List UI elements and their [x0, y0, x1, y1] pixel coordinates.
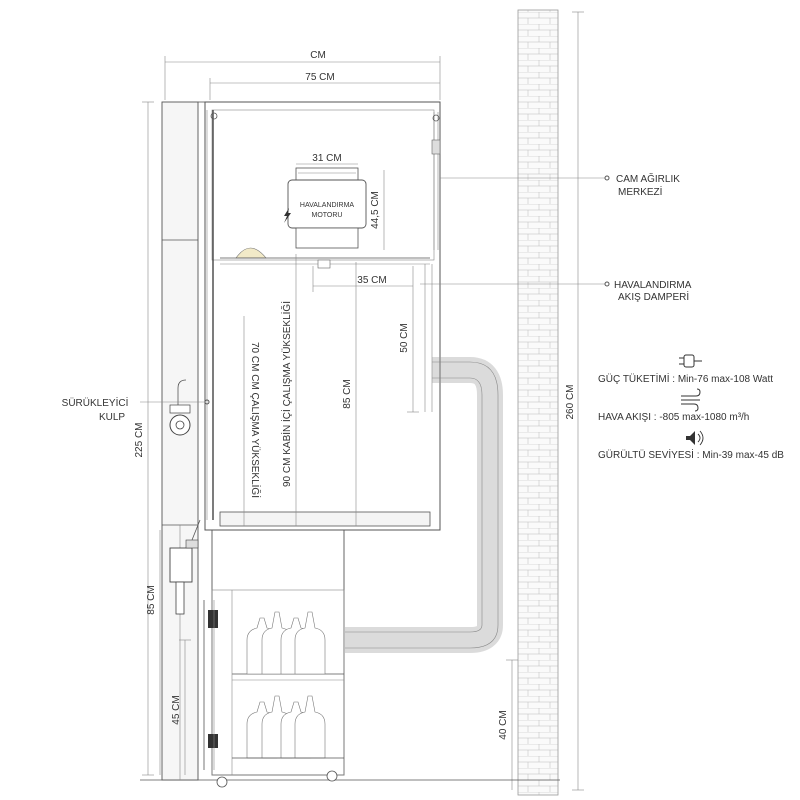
- work-height-70-label: 70 CM CM ÇALIŞMA YÜKSEKLİĞİ: [249, 342, 262, 498]
- total-width-label: CM: [310, 50, 326, 61]
- glass-label-line2: MERKEZİ: [618, 185, 662, 198]
- interior-height-label: 85 CM: [342, 379, 353, 408]
- overall-height-label: 225 CM: [134, 422, 145, 457]
- caster-left: [216, 776, 228, 788]
- speaker-icon: [686, 430, 704, 446]
- lamp-fixture: [235, 247, 267, 259]
- handle-label-line1: SÜRÜKLEYİCİ: [62, 396, 129, 409]
- wind-icon: [681, 388, 701, 412]
- bottles-upper: [246, 611, 326, 675]
- spec-noise: GÜRÜLTÜ SEVİYESİ : Min-39 max-45 dB: [598, 448, 784, 461]
- ventilation-motor: HAVALANDIRMA MOTORU: [284, 167, 367, 249]
- work-surface: [219, 511, 431, 527]
- damper-width-label: 35 CM: [357, 275, 386, 286]
- motor-width-label: 31 CM: [312, 153, 341, 164]
- handle-label-line2: KULP: [99, 412, 125, 423]
- water-pump: [169, 519, 201, 615]
- motor-label-line1: HAVALANDIRMA: [300, 202, 355, 209]
- spec-airflow: HAVA AKIŞI : -805 max-1080 m³/h: [598, 412, 749, 423]
- lower-height-label: 45 CM: [171, 695, 182, 724]
- hinge-upper: [208, 610, 218, 628]
- wall-height-label: 260 CM: [565, 384, 576, 419]
- glass-label-line1: CAM AĞIRLIK: [616, 172, 680, 185]
- plug-icon: [679, 354, 702, 368]
- brick-wall: [517, 9, 559, 796]
- spec-power: GÜÇ TÜKETİMİ : Min-76 max-108 Watt: [598, 372, 773, 385]
- cabinet-width-label: 75 CM: [305, 72, 334, 83]
- flex-duct: [345, 357, 503, 653]
- hinge-lower: [208, 734, 218, 748]
- drag-handle: [169, 379, 191, 436]
- base-height-label: 85 CM: [146, 585, 157, 614]
- damper-label-line2: AKIŞ DAMPERİ: [618, 290, 689, 303]
- bottles-lower: [246, 695, 326, 759]
- motor-height-label: 44,5 CM: [370, 191, 381, 229]
- damper-label-line1: HAVALANDIRMA: [614, 280, 692, 291]
- motor-label-line2: MOTORU: [312, 212, 343, 219]
- caster-right: [326, 770, 338, 782]
- cabinet-body: [204, 101, 441, 531]
- damper-height-label: 50 CM: [399, 323, 410, 352]
- duct-height-label: 40 CM: [498, 710, 509, 739]
- lightning-icon: [284, 208, 291, 223]
- work-height-90-label: 90 CM KABİN İÇİ ÇALIŞMA YÜKSEKLİĞİ: [280, 301, 293, 487]
